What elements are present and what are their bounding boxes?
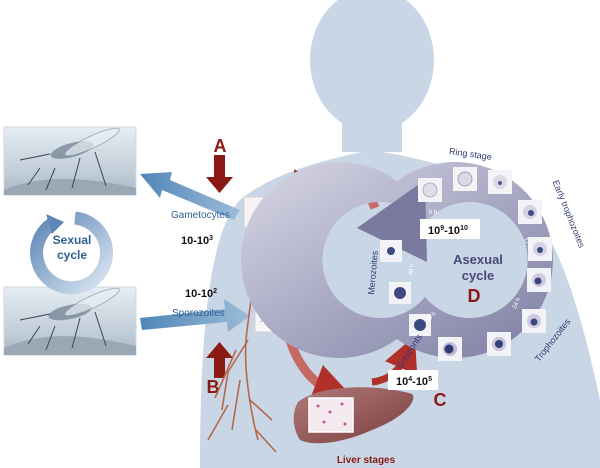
marker-d-label: D <box>468 286 481 306</box>
marker-b-label: B <box>207 377 220 397</box>
transmission-arrow-to-human <box>140 299 250 332</box>
asexual-cycle-label-line2: cycle <box>462 268 495 283</box>
gametocytes-count: 10-103 <box>181 235 213 247</box>
liver-count-box <box>388 370 438 390</box>
stage-thumbnails <box>380 167 552 361</box>
ring-stage-label: Ring stage <box>448 146 492 162</box>
merozoites-label: Merozoites <box>366 250 380 295</box>
gametocytes-label: Gametocytes <box>171 210 230 221</box>
marker-arrow-b <box>206 342 233 378</box>
time-48h-label: 48 h <box>408 264 416 277</box>
transmission-arrow-to-mosquito <box>140 172 240 220</box>
sporozoites-label: Sporozoites <box>172 308 225 319</box>
time-24h-label: 24 h <box>512 297 522 310</box>
sexual-cycle-ring <box>30 211 114 295</box>
mosquito-panel-bottom <box>3 286 137 356</box>
asexual-cycle-label-line1: Asexual <box>453 252 503 267</box>
asexual-count-box <box>420 219 480 239</box>
sporozoites-count: 10-102 <box>185 288 217 300</box>
marker-a-label: A <box>214 136 227 156</box>
liver-count: 104-105 <box>396 376 432 388</box>
marker-c-label: C <box>434 390 447 410</box>
marker-arrow-a <box>206 155 233 193</box>
liver-stages-label: Liver stages <box>337 455 396 466</box>
time-0h-label: 0 h <box>429 210 437 216</box>
sexual-cycle-label-line1: Sexual <box>53 233 92 247</box>
asexual-cycle-ring <box>241 161 553 358</box>
sexual-cycle-label-line2: cycle <box>57 248 87 262</box>
early-trophozoites-label: Early trophozoites <box>551 179 587 250</box>
asexual-count: 109-1010 <box>428 225 468 237</box>
liver-illustration <box>293 387 414 444</box>
mosquito-panel-top <box>3 126 137 196</box>
time-12h-label: 12 h <box>522 237 532 250</box>
